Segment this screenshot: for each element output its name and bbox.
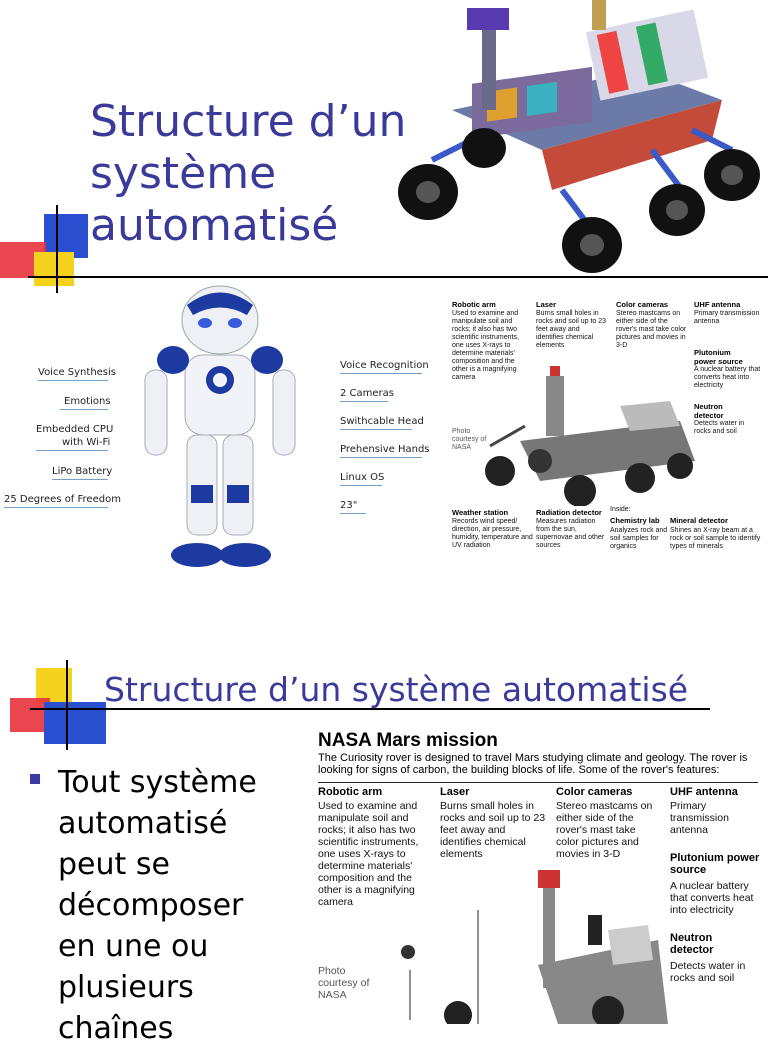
nao-line	[60, 409, 108, 410]
info-neutron-text: Detects water in rocks and soil	[694, 420, 745, 435]
info-robotic-arm-heading: Robotic arm	[452, 300, 496, 309]
nao-line	[340, 485, 382, 486]
nao-label-degrees-freedom: 25 Degrees of Freedom	[4, 494, 121, 505]
nao-label-linux: Linux OS	[340, 472, 385, 483]
info-neutron-heading: Neutron detector	[694, 402, 724, 420]
rover-illustration	[398, 0, 760, 273]
info2-plutonium-heading: Plutonium power source	[670, 852, 760, 876]
info2-uhf-text: Primary transmission antenna	[670, 800, 729, 836]
info-chem-text: Analyzes rock and soil samples for organ…	[610, 527, 668, 550]
nao-line	[340, 457, 422, 458]
info2-robotic-arm-text: Used to examine and manipulate soil and …	[318, 800, 419, 908]
info-photo-credit: Photo courtesy of NASA	[452, 428, 487, 451]
info-laser-text: Burns small holes in rocks and soil up t…	[536, 310, 607, 349]
deco-horizontal-line	[30, 708, 710, 710]
deco-vertical-line	[56, 205, 58, 293]
info-uhf-text: Primary transmission antenna	[694, 310, 760, 325]
info2-photo-credit: Photo courtesy of NASA	[318, 965, 370, 1001]
info-plutonium-heading: Plutonium power source	[694, 348, 743, 366]
nao-robot-diagram: Voice Synthesis Emotions Embedded CPU wi…	[0, 285, 430, 575]
nao-label-voice-synthesis: Voice Synthesis	[38, 367, 117, 378]
info-chem-heading: Chemistry lab	[610, 516, 660, 525]
nao-label-emotions: Emotions	[64, 396, 111, 407]
info2-cameras-text: Stereo mastcams on either side of the ro…	[556, 800, 653, 860]
info-main-heading: NASA Mars mission	[318, 730, 498, 751]
deco-red-square	[10, 698, 50, 732]
deco-yellow-square	[34, 252, 74, 286]
deco-vertical-line	[66, 660, 68, 750]
nao-line	[4, 507, 108, 508]
info2-cameras-heading: Color cameras	[556, 786, 633, 798]
info-radiation-heading: Radiation detector	[536, 508, 602, 517]
slide-1: Structure d’un système automatisé	[0, 0, 768, 575]
nao-line	[340, 401, 388, 402]
info-cameras-heading: Color cameras	[616, 300, 669, 309]
page-title: Structure d’un système automatisé	[90, 96, 407, 251]
bullet-text: Tout système automatisé peut se décompos…	[58, 765, 257, 1046]
info-cameras-text: Stereo mastcams on either side of the ro…	[616, 310, 687, 349]
nao-line	[52, 479, 108, 480]
info-robotic-arm-text: Used to examine and manipulate soil and …	[452, 310, 519, 381]
slide-2-title: Structure d’un système automatisé	[104, 670, 689, 709]
nao-line	[340, 429, 412, 430]
info-plutonium-text: A nuclear battery that converts heat int…	[694, 366, 761, 389]
info2-neutron-text: Detects water in rocks and soil	[670, 960, 746, 984]
rover-infographic-small: Robotic arm Used to examine and manipula…	[446, 296, 766, 558]
info2-uhf-heading: UHF antenna	[670, 786, 738, 798]
slide-gap	[0, 600, 768, 640]
nao-label-wifi: with Wi-Fi	[62, 437, 111, 448]
info-subtitle: The Curiosity rover is designed to trave…	[318, 752, 748, 776]
nao-label-embedded-cpu: Embedded CPU	[36, 424, 114, 435]
info-uhf-heading: UHF antenna	[694, 300, 741, 309]
nao-label-lipo-battery: LiPo Battery	[52, 466, 113, 477]
info-radiation-text: Measures radiation from the sun, superno…	[536, 518, 605, 549]
info2-laser-heading: Laser	[440, 786, 470, 798]
info-weather-heading: Weather station	[452, 508, 509, 517]
info-inside-label: Inside:	[610, 506, 631, 513]
rover-infographic-large: NASA Mars mission The Curiosity rover is…	[318, 730, 768, 1024]
nao-line	[340, 513, 366, 514]
nao-line	[340, 373, 422, 374]
info-mineral-text: Shines an X-ray beam at a rock or soil s…	[670, 527, 761, 550]
info-laser-heading: Laser	[536, 300, 557, 309]
bullet-square-icon	[30, 774, 40, 784]
nao-label-height: 23"	[340, 500, 358, 511]
nao-line	[38, 380, 108, 381]
nao-line	[36, 450, 108, 451]
nao-robot-image	[144, 285, 296, 567]
info2-neutron-heading: Neutron detector	[670, 932, 714, 956]
info2-laser-text: Burns small holes in rocks and soil up t…	[440, 800, 546, 860]
info2-robotic-arm-heading: Robotic arm	[318, 786, 383, 798]
info2-plutonium-text: A nuclear battery that converts heat int…	[670, 880, 754, 916]
nao-label-voice-recognition: Voice Recognition	[340, 360, 429, 371]
nao-label-cameras: 2 Cameras	[340, 388, 394, 399]
rover-photo-small	[485, 366, 695, 506]
rover-wheels	[398, 128, 760, 273]
nao-label-hands: Prehensive Hands	[340, 444, 430, 455]
nao-label-head: Swithcable Head	[340, 416, 424, 427]
deco-horizontal-line	[28, 276, 768, 278]
info-divider	[318, 782, 758, 783]
rover-photo-large	[401, 870, 668, 1024]
deco-blue-square	[44, 214, 88, 258]
info-weather-text: Records wind speed/ direction, air press…	[452, 518, 533, 549]
info-mineral-heading: Mineral detector	[670, 516, 728, 525]
